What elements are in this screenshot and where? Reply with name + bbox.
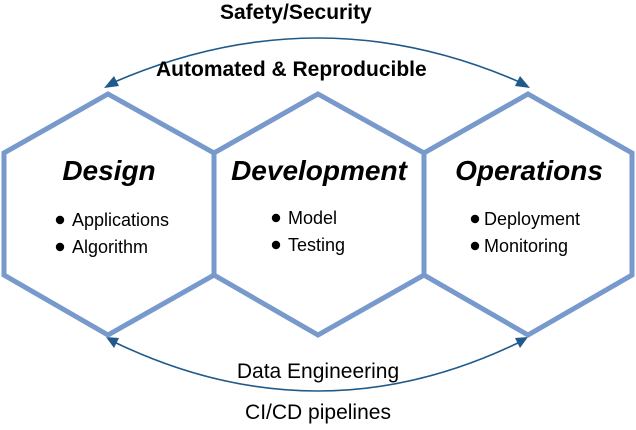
operations-item-monitoring: Monitoring [484,236,569,256]
development-item-model: Model [288,208,338,228]
bullet-dot-icon [271,240,281,250]
design-item-algorithm: Algorithm [72,237,149,257]
design-item-applications: Applications [72,210,170,230]
bullet-dot-icon [55,215,65,225]
operations-item-deployment: Deployment [484,209,581,229]
bullet-dot-icon [470,214,480,224]
top-inner-label: Automated & Reproducible [156,58,427,81]
bottom-outer-label: CI/CD pipelines [245,401,391,424]
stage-title-operations: Operations [455,155,603,186]
bottom-arc-left-arrowhead [106,337,119,348]
bullet-dot-icon [470,241,480,251]
top-arc-right-arrowhead [515,76,530,88]
top-arc-left-arrowhead [104,76,119,88]
bottom-arc-right-arrowhead [515,337,528,348]
top-outer-label: Safety/Security [220,1,372,24]
stage-title-development: Development [231,155,407,186]
top-cycle-arc [109,37,525,85]
stage-title-design: Design [62,155,156,186]
bullet-dot-icon [271,213,281,223]
hexagon-operations [421,91,635,338]
bottom-inner-label: Data Engineering [236,360,400,383]
bottom-cycle-arc [109,339,525,392]
bullet-dot-icon [55,242,65,252]
development-item-testing: Testing [288,235,346,255]
